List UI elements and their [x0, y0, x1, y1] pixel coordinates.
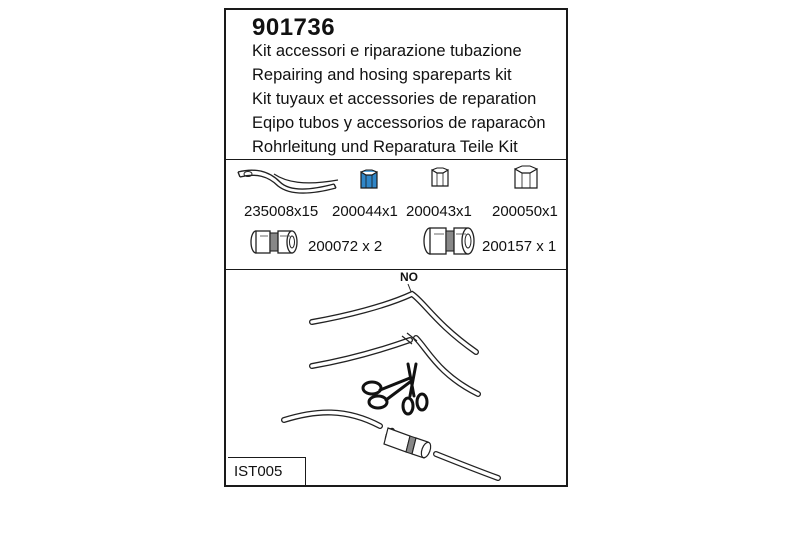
title-section: 901736 Kit accessori e riparazione tubaz…	[226, 10, 566, 160]
part-label: 200072 x 2	[308, 238, 383, 255]
large-connector-icon	[514, 165, 538, 189]
hose-clip-icon	[237, 169, 339, 194]
description-english: Repairing and hosing spareparts kit	[252, 66, 512, 84]
part-label: 200050x1	[492, 203, 558, 220]
part-label: 200044x1	[332, 203, 398, 220]
blue-connector-icon	[360, 169, 378, 189]
instruction-ref-box: IST005	[228, 457, 306, 485]
small-connector-icon	[431, 167, 449, 187]
coupling-joint	[383, 427, 432, 459]
no-label: NO	[400, 270, 418, 284]
description-spanish: Eqipo tubos y accessorios de raparacòn	[252, 114, 546, 132]
part-label: 200043x1	[406, 203, 472, 220]
spare-parts-sheet: 901736 Kit accessori e riparazione tubaz…	[224, 8, 568, 487]
instruction-section: NO	[226, 270, 566, 485]
description-italian: Kit accessori e riparazione tubazione	[252, 42, 522, 60]
part-label: 200157 x 1	[482, 238, 557, 255]
joint-coupling-icon	[250, 230, 298, 254]
repair-diagram	[281, 283, 501, 481]
parts-section: 235008x15 200044x1 200043x1 200050x1	[226, 160, 566, 270]
description-french: Kit tuyaux et accessories de reparation	[252, 90, 537, 108]
kit-code: 901736	[252, 14, 336, 41]
large-joint-coupling-icon	[423, 227, 475, 255]
scissors-icon	[361, 362, 429, 416]
description-german: Rohrleitung und Reparatura Teile Kit	[252, 138, 518, 156]
part-label: 235008x15	[244, 203, 319, 220]
